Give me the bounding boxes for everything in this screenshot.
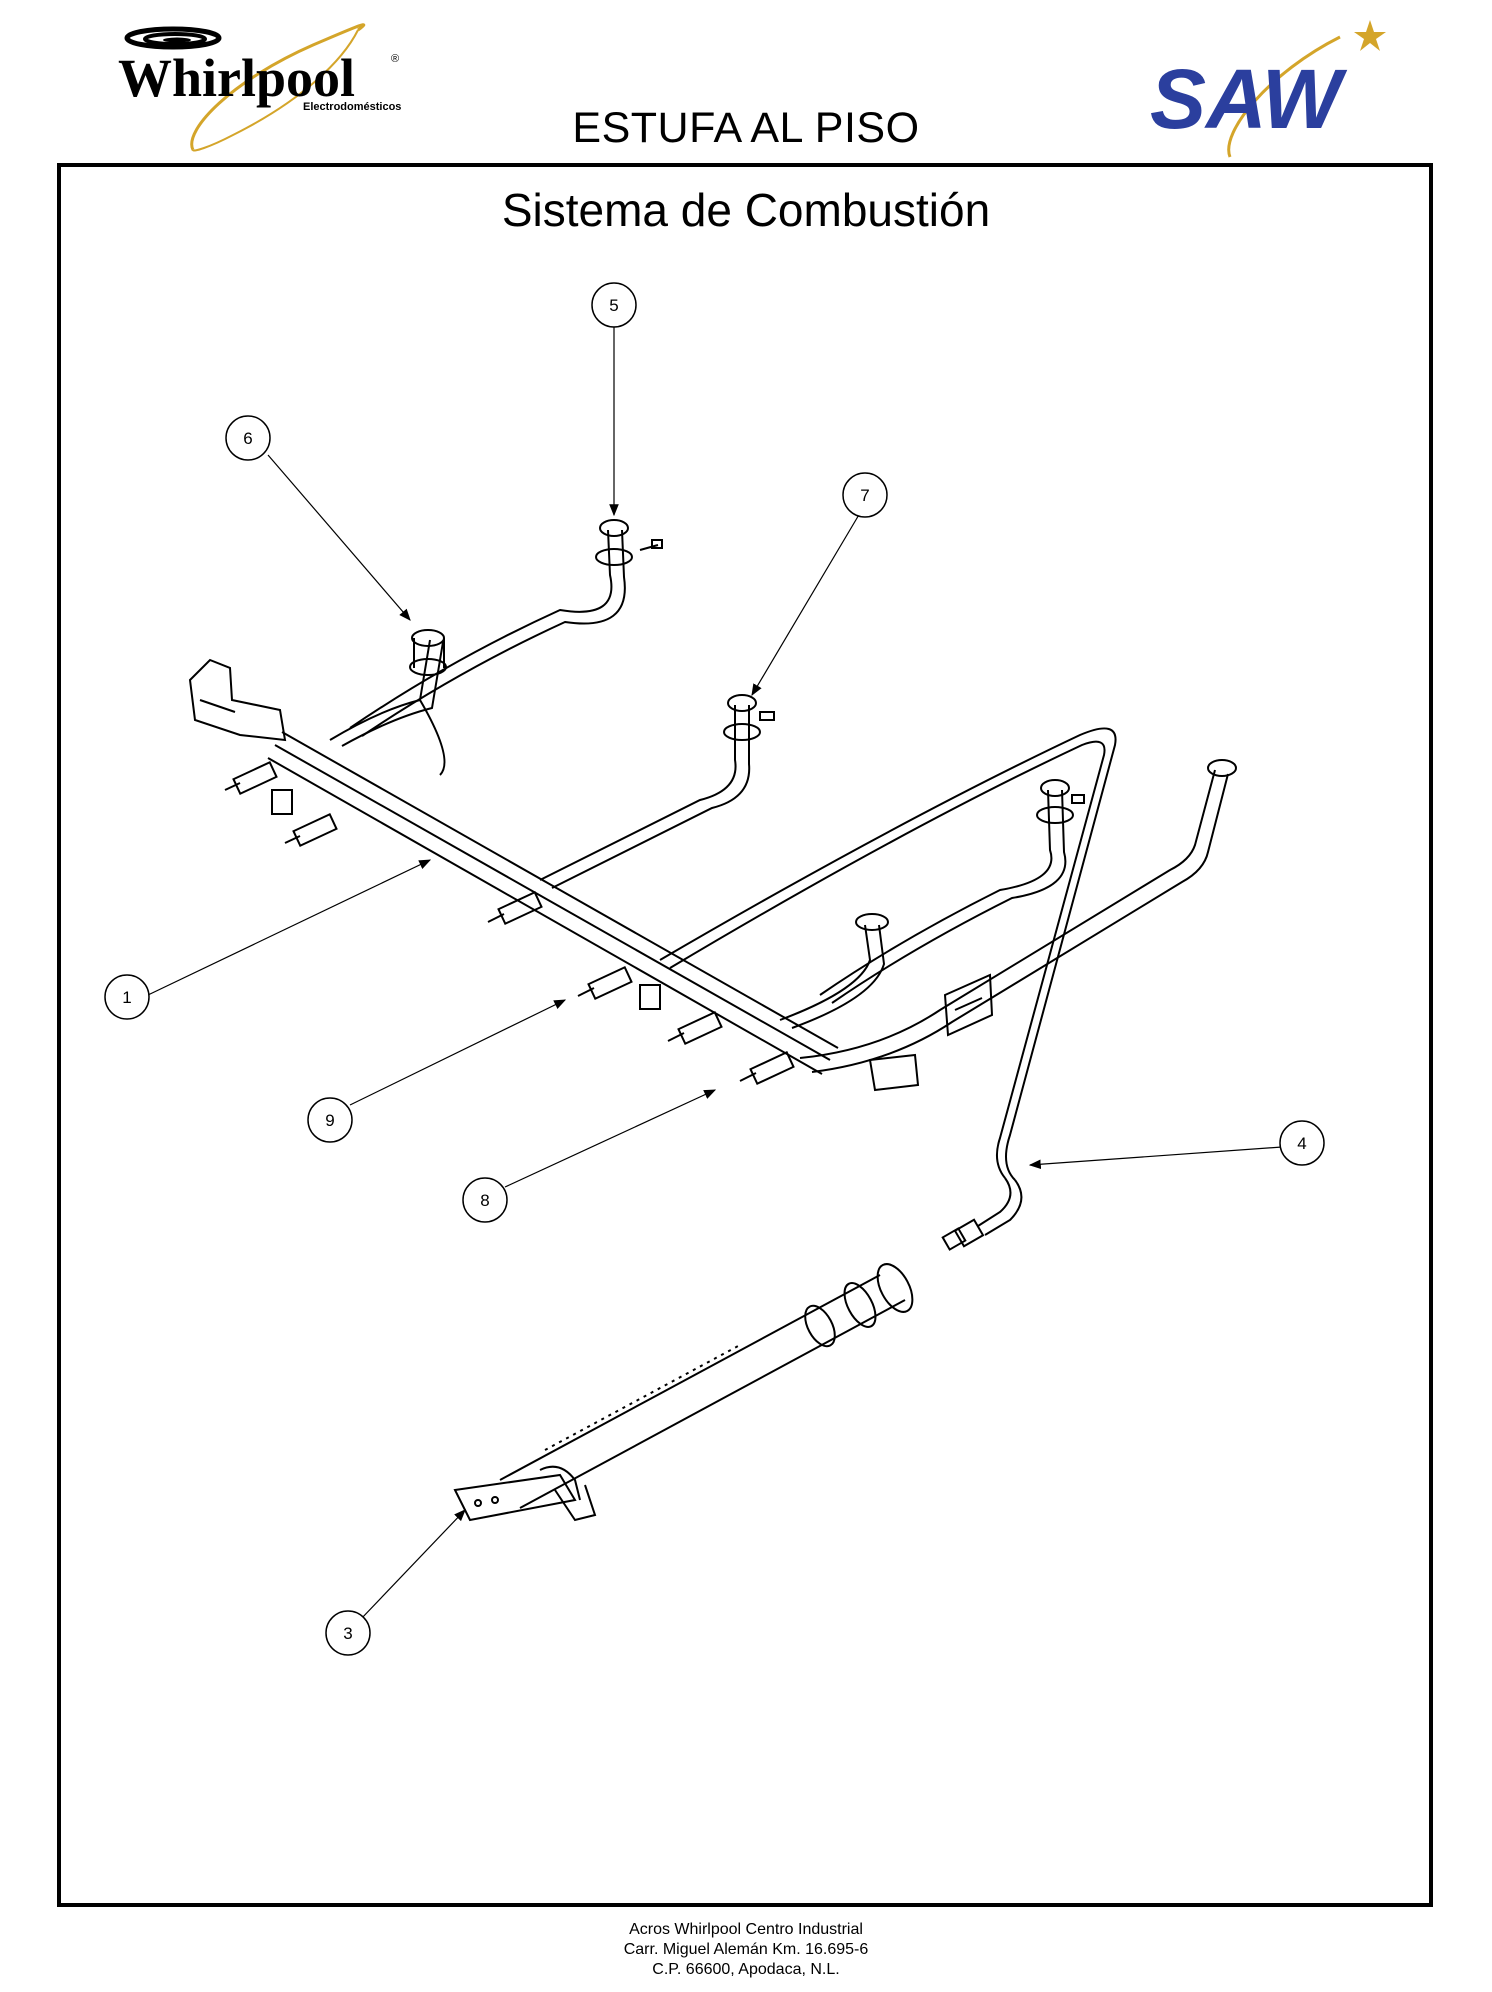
callout-6: 6 bbox=[225, 415, 271, 461]
callout-5: 5 bbox=[591, 282, 637, 328]
whirlpool-swirl-icon: Whirlpool ® Electrodomésticos bbox=[118, 23, 401, 152]
callout-3-label: 3 bbox=[343, 1624, 352, 1643]
callout-9-label: 9 bbox=[325, 1111, 334, 1130]
drawing-frame bbox=[57, 163, 1433, 1907]
callout-9: 9 bbox=[307, 1097, 353, 1143]
callout-7: 7 bbox=[842, 472, 888, 518]
footer-street: Carr. Miguel Alemán Km. 16.695-6 bbox=[623, 1941, 869, 1958]
callout-1-label: 1 bbox=[122, 988, 131, 1007]
callout-8: 8 bbox=[462, 1177, 508, 1223]
brand-name: Whirlpool bbox=[118, 48, 355, 108]
manifold-assembly bbox=[188, 519, 1237, 1251]
document-title: ESTUFA AL PISO bbox=[572, 104, 920, 152]
callout-7-label: 7 bbox=[860, 486, 869, 505]
callout-5-label: 5 bbox=[609, 296, 618, 315]
section-title: Sistema de Combustión bbox=[501, 184, 991, 236]
callout-8-label: 8 bbox=[480, 1191, 489, 1210]
callout-3: 3 bbox=[325, 1610, 371, 1656]
callout-1: 1 bbox=[104, 974, 150, 1020]
whirlpool-logo: Whirlpool ® Electrodomésticos bbox=[113, 10, 413, 158]
leader-lines bbox=[147, 325, 1283, 1621]
saw-star-icon: SAW bbox=[1150, 20, 1386, 158]
valve-knobs bbox=[224, 760, 795, 1086]
callout-6-label: 6 bbox=[243, 429, 252, 448]
burner-tube bbox=[453, 1263, 914, 1522]
footer-address: Acros Whirlpool Centro Industrial Carr. … bbox=[0, 1920, 1492, 1980]
footer-city: C.P. 66600, Apodaca, N.L. bbox=[652, 1961, 840, 1978]
saw-brand-name: SAW bbox=[1150, 52, 1348, 146]
saw-logo: SAW bbox=[1130, 12, 1400, 162]
callout-4: 4 bbox=[1279, 1120, 1325, 1166]
registered-mark: ® bbox=[391, 53, 399, 65]
callout-4-label: 4 bbox=[1297, 1134, 1306, 1153]
footer-company: Acros Whirlpool Centro Industrial bbox=[629, 1921, 863, 1938]
brand-tagline: Electrodomésticos bbox=[303, 101, 401, 113]
